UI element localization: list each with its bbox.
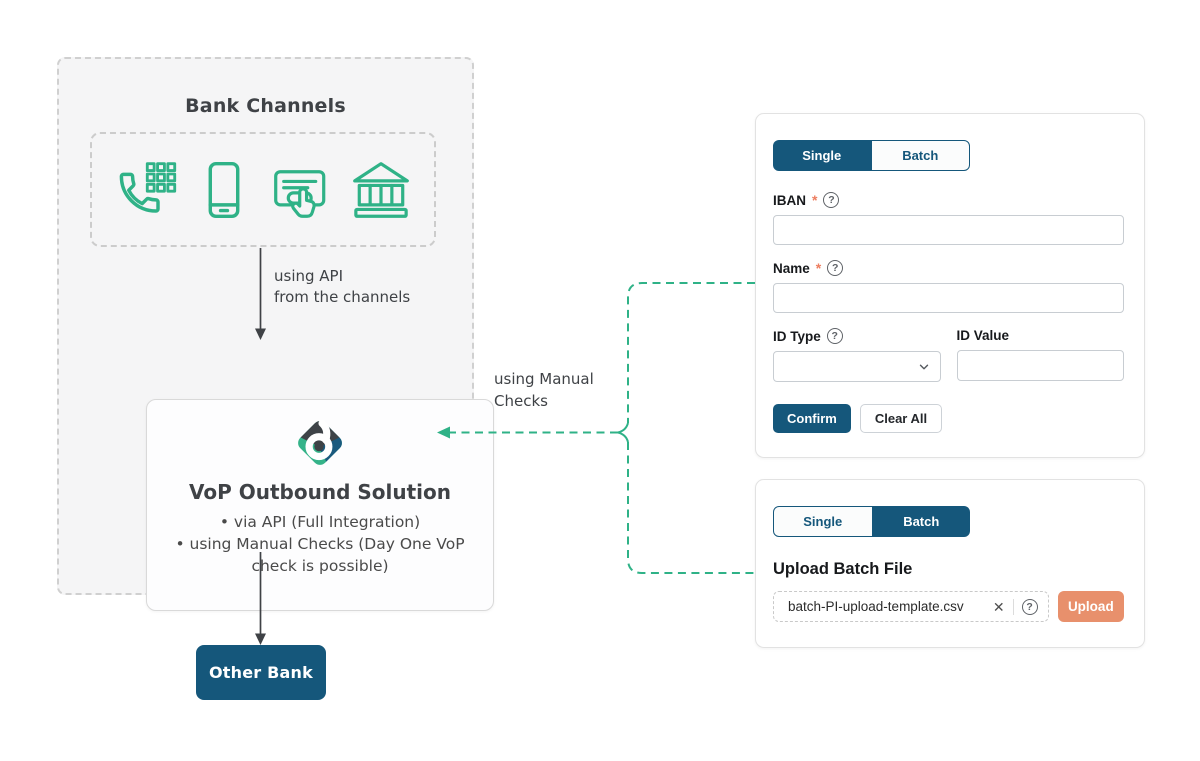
other-bank-label: Other Bank bbox=[209, 663, 313, 682]
tab-single[interactable]: Single bbox=[773, 140, 871, 171]
id-value-input[interactable] bbox=[956, 350, 1124, 381]
tab-batch[interactable]: Batch bbox=[870, 140, 970, 171]
tab-single[interactable]: Single bbox=[773, 506, 873, 537]
using-manual-checks-label: using Manual Checks bbox=[494, 370, 594, 410]
vop-bullet: via API (Full Integration) bbox=[157, 511, 483, 533]
vop-bullet: using Manual Checks (Day One VoP check i… bbox=[157, 533, 483, 577]
using-api-label: using API from the channels bbox=[274, 267, 411, 306]
name-label-row: Name * ? bbox=[773, 260, 1124, 276]
bank-channels-container: Bank Channels bbox=[57, 57, 494, 611]
help-icon[interactable]: ? bbox=[823, 192, 840, 208]
vop-solution-node: VoP Outbound Solution via API (Full Inte… bbox=[146, 399, 494, 611]
vop-logo-icon bbox=[295, 418, 345, 468]
required-asterisk: * bbox=[815, 260, 822, 276]
id-value-label-row: ID Value bbox=[957, 328, 1125, 343]
help-icon[interactable]: ? bbox=[827, 260, 844, 276]
clear-all-button[interactable]: Clear All bbox=[859, 404, 943, 433]
id-type-select[interactable] bbox=[773, 351, 941, 382]
mode-tabs: Single Batch bbox=[773, 506, 970, 537]
upload-button[interactable]: Upload bbox=[1057, 591, 1124, 622]
help-icon[interactable]: ? bbox=[1021, 598, 1038, 615]
id-type-label-row: ID Type ? bbox=[773, 328, 941, 344]
batch-upload-panel: Single Batch Upload Batch File batch-PI-… bbox=[755, 479, 1145, 648]
bank-building-icon bbox=[353, 161, 410, 218]
iban-label-row: IBAN * ? bbox=[773, 192, 1124, 208]
iban-input[interactable] bbox=[773, 215, 1124, 245]
iban-label: IBAN bbox=[773, 192, 806, 208]
vop-title: VoP Outbound Solution bbox=[189, 480, 451, 504]
single-check-panel: Single Batch IBAN * ? Name * ? ID Type ?… bbox=[755, 113, 1145, 458]
mode-tabs: Single Batch bbox=[773, 140, 970, 171]
confirm-button[interactable]: Confirm bbox=[773, 404, 851, 433]
tab-batch[interactable]: Batch bbox=[872, 506, 970, 537]
channel-icons-group bbox=[90, 132, 436, 247]
batch-file-field[interactable]: batch-PI-upload-template.csv ✕ ? bbox=[773, 591, 1049, 622]
id-type-label: ID Type bbox=[773, 328, 821, 344]
phone-keypad-icon bbox=[119, 161, 176, 213]
name-label: Name bbox=[773, 260, 810, 276]
other-bank-node: Other Bank bbox=[196, 645, 326, 700]
bank-channels-title: Bank Channels bbox=[185, 95, 346, 117]
mobile-phone-icon bbox=[208, 161, 240, 218]
help-icon[interactable]: ? bbox=[826, 328, 843, 344]
id-value-label: ID Value bbox=[956, 328, 1010, 343]
name-input[interactable] bbox=[773, 283, 1124, 313]
upload-batch-file-heading: Upload Batch File bbox=[773, 560, 913, 578]
chevron-down-icon bbox=[919, 364, 928, 370]
batch-file-name: batch-PI-upload-template.csv bbox=[788, 599, 964, 614]
vop-bullet-list: via API (Full Integration) using Manual … bbox=[147, 511, 493, 577]
clear-file-icon[interactable]: ✕ bbox=[992, 598, 1005, 615]
online-banking-tap-icon bbox=[274, 169, 326, 218]
divider bbox=[1012, 598, 1014, 615]
required-asterisk: * bbox=[812, 192, 818, 208]
